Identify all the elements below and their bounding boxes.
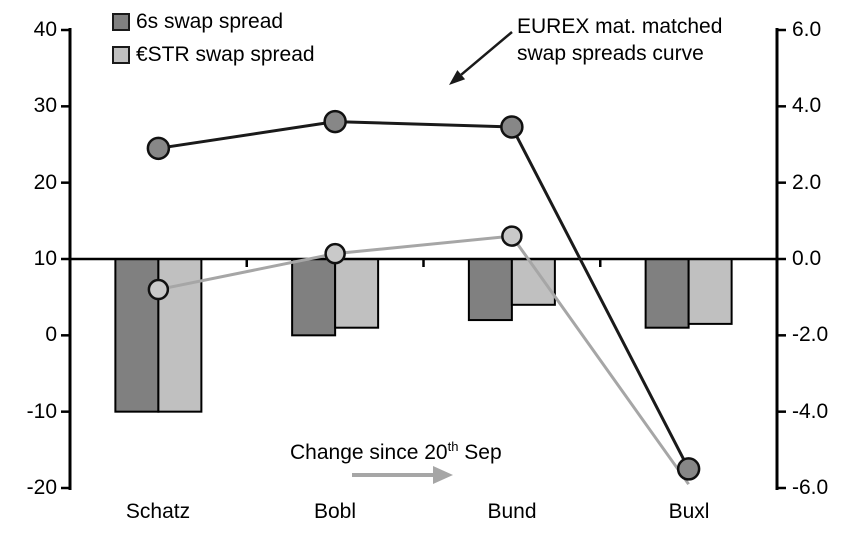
bar-estr-buxl [687, 258, 733, 325]
legend-label-estr: €STR swap spread [136, 43, 315, 66]
legend-swatch-6s-icon [112, 13, 130, 31]
legend-swatch-estr-icon [112, 46, 130, 64]
marker-estr-bund [501, 225, 523, 247]
change-annotation-text: Change since 20 [290, 441, 448, 464]
curve-annotation-arrow-head [449, 70, 466, 85]
bar-estr-bobl [334, 258, 380, 329]
change-annotation-text2: Sep [458, 441, 502, 464]
legend-label-6s: 6s swap spread [136, 10, 284, 33]
change-annotation-arrow-head [433, 466, 453, 484]
bar-6s-bobl [291, 258, 337, 337]
marker-6s-bobl [323, 109, 347, 134]
curve-annotation-line1: EUREX mat. matched [517, 15, 723, 38]
legend: 6s swap spread €STR swap spread [112, 10, 315, 76]
legend-item-6s: 6s swap spread [112, 10, 315, 34]
category-label-buxl: Buxl [668, 500, 710, 523]
category-label-bund: Bund [487, 500, 537, 523]
left-axis-label: 30 [33, 94, 57, 117]
marker-estr-schatz [147, 278, 170, 301]
marker-6s-bund [500, 115, 524, 139]
line-estr [158, 234, 690, 486]
left-axis-label: -10 [26, 400, 57, 423]
category-label-schatz: Schatz [125, 500, 191, 523]
right-axis-label: -4.0 [792, 400, 829, 423]
left-axis-label: 10 [33, 247, 57, 270]
marker-6s-schatz [146, 136, 171, 161]
left-axis-label: -20 [26, 476, 57, 499]
left-axis-label: 20 [33, 171, 57, 194]
change-annotation: Change since 20th Sep [290, 439, 502, 465]
line-6s [158, 120, 690, 470]
curve-annotation: EUREX mat. matched swap spreads curve [517, 13, 722, 67]
change-annotation-sup: th [447, 439, 459, 454]
curve-annotation-arrow-shaft [460, 31, 513, 76]
right-axis-label: -6.0 [792, 476, 829, 499]
bar-6s-bund [467, 258, 513, 322]
right-axis-label: -2.0 [792, 323, 829, 346]
left-axis-label: 0 [45, 323, 57, 346]
right-axis-label: 6.0 [792, 18, 822, 41]
marker-estr-bobl [324, 242, 346, 265]
legend-item-estr: €STR swap spread [112, 43, 315, 67]
right-axis-label: 2.0 [792, 171, 822, 194]
marker-6s-buxl [676, 457, 701, 481]
curve-annotation-line2: swap spreads curve [517, 42, 704, 65]
category-label-bobl: Bobl [313, 500, 357, 523]
left-axis-label: 40 [33, 18, 57, 41]
right-axis-label: 0.0 [792, 247, 822, 270]
bar-6s-buxl [644, 258, 690, 329]
right-axis-label: 4.0 [792, 94, 822, 117]
